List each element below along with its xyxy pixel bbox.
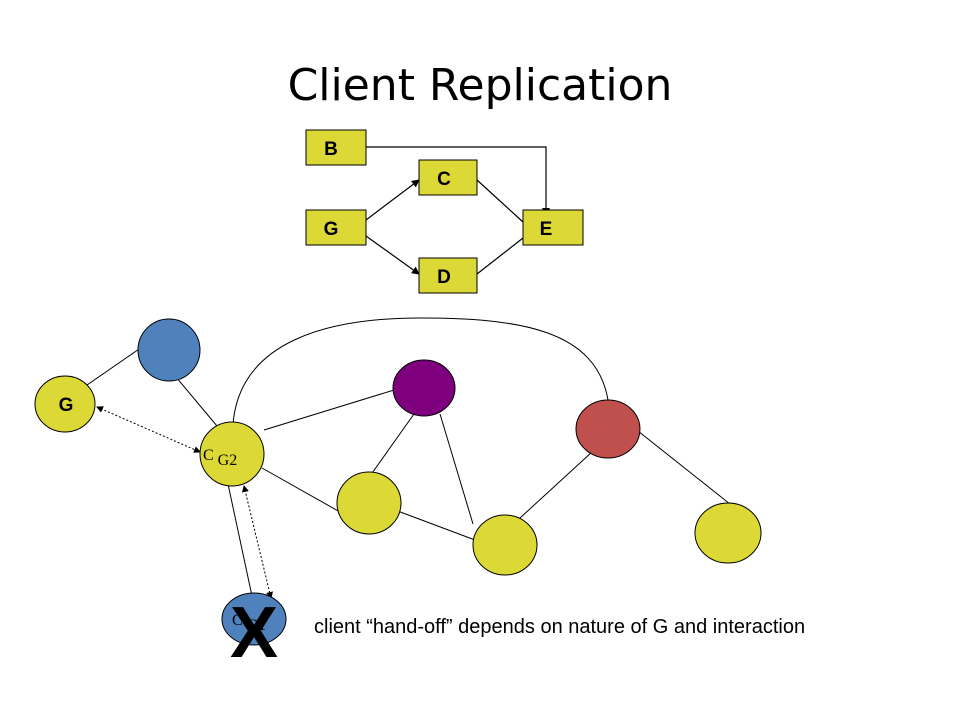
node-cg2-sub: G2 xyxy=(218,452,238,469)
slide-title: Client Replication xyxy=(287,60,673,111)
x-mark-icon: X xyxy=(230,593,278,673)
handoff-arrow-g-cg2 xyxy=(96,406,201,453)
edge-yellow2-red xyxy=(519,451,593,519)
svg-text:C G1: C G1 xyxy=(232,612,266,634)
box-e: E xyxy=(522,209,584,246)
edge-cg2-purple xyxy=(263,389,395,431)
node-yellow-1 xyxy=(336,471,402,535)
node-yellow-3 xyxy=(694,502,762,564)
svg-text:C G2: C G2 xyxy=(203,447,237,469)
edge-cg2-cg1 xyxy=(227,483,253,597)
node-cg2-label: C xyxy=(203,447,214,464)
box-d: D xyxy=(418,257,478,294)
box-c: C xyxy=(418,159,478,196)
edge-b-e xyxy=(366,146,550,216)
node-blue-top xyxy=(137,318,201,382)
handoff-arrow-cg2-cg1 xyxy=(242,485,273,599)
edge-g-d xyxy=(365,235,420,275)
node-cg2: C G2 xyxy=(199,421,265,487)
edge-g-c xyxy=(365,179,420,221)
edge-red-yellow3 xyxy=(632,426,736,509)
node-g: G xyxy=(34,375,96,433)
box-e-label: E xyxy=(540,219,553,240)
node-yellow-2 xyxy=(472,514,538,576)
node-red xyxy=(575,399,641,459)
box-d-label: D xyxy=(437,267,451,288)
node-purple xyxy=(392,359,456,417)
box-g: G xyxy=(305,209,367,246)
box-b: B xyxy=(305,129,367,166)
caption: client “hand-off” depends on nature of G… xyxy=(314,616,806,638)
workflow-diagram: B C G E D xyxy=(305,129,584,294)
box-g-label: G xyxy=(324,219,339,240)
edge-purple-yellow1 xyxy=(369,413,415,477)
edge-cg2-red-arc xyxy=(232,317,609,425)
box-c-label: C xyxy=(437,169,451,190)
edge-d-e xyxy=(476,237,524,275)
edge-purple-yellow2 xyxy=(439,413,474,525)
edge-g-blue xyxy=(86,346,143,386)
edge-c-e xyxy=(476,179,524,223)
edge-yellow1-yellow2 xyxy=(394,509,476,541)
edge-cg2-yellow1 xyxy=(261,467,341,513)
edge-blue-cg2 xyxy=(175,376,223,433)
node-cg1: C G1 X xyxy=(221,592,287,673)
box-b-label: B xyxy=(324,139,338,160)
node-g-label: G xyxy=(59,395,74,416)
node-cg1-sub: G1 xyxy=(247,617,267,634)
node-cg1-label: C xyxy=(232,612,243,629)
network-diagram: G C G2 C G1 X xyxy=(34,317,762,673)
